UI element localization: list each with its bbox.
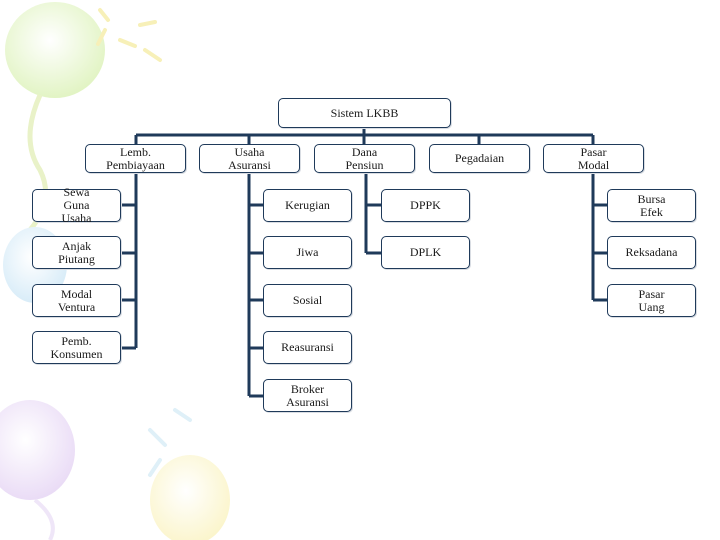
balloon-yellow-shape xyxy=(150,455,230,540)
balloon-purple-shape xyxy=(0,400,75,500)
item-sosial: Sosial xyxy=(263,284,352,317)
category-pegadaian: Pegadaian xyxy=(429,144,530,173)
item-sewa-guna-usaha: Sewa Guna Usaha xyxy=(32,186,121,225)
item-dppk: DPPK xyxy=(381,189,470,222)
item-anjak-piutang: Anjak Piutang xyxy=(32,236,121,269)
item-kerugian: Kerugian xyxy=(263,189,352,222)
balloon-string xyxy=(33,498,55,540)
root-node-sistem-lkbb: Sistem LKBB xyxy=(278,98,451,128)
item-reasuransi: Reasuransi xyxy=(263,331,352,364)
item-bursa-efek: Bursa Efek xyxy=(607,189,696,222)
item-dplk: DPLK xyxy=(381,236,470,269)
category-pasar-modal: Pasar Modal xyxy=(543,144,644,173)
item-pasar-uang: Pasar Uang xyxy=(607,284,696,317)
category-dana-pensiun: Dana Pensiun xyxy=(314,144,415,173)
category-lembaga-pembiayaan: Lemb. Pembiayaan xyxy=(85,144,186,173)
confetti xyxy=(96,8,162,62)
item-jiwa: Jiwa xyxy=(263,236,352,269)
balloon-green-shape xyxy=(5,2,105,98)
confetti xyxy=(148,408,192,477)
item-modal-ventura: Modal Ventura xyxy=(32,284,121,317)
item-pemb-konsumen: Pemb. Konsumen xyxy=(32,331,121,364)
category-usaha-asuransi: Usaha Asuransi xyxy=(199,144,300,173)
item-reksadana: Reksadana xyxy=(607,236,696,269)
item-broker-asuransi: Broker Asuransi xyxy=(263,379,352,412)
